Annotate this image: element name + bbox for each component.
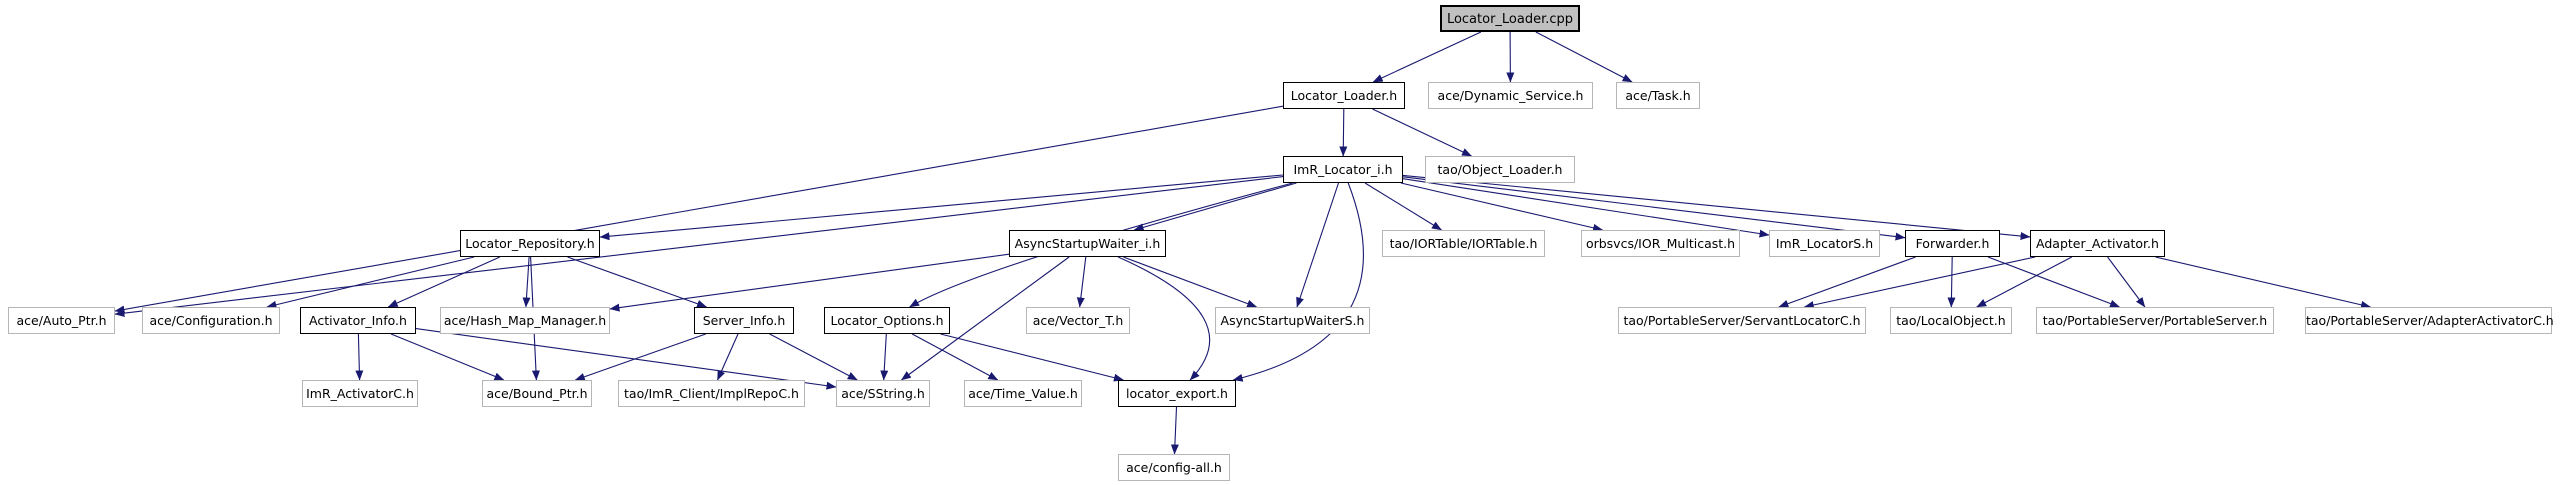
node-iortable[interactable]: tao/IORTable/IORTable.h [1382, 230, 1545, 257]
node-asw[interactable]: AsyncStartupWaiter_i.h [1009, 230, 1166, 257]
include-edge-imr-to-repo [599, 174, 1284, 241]
include-edge-repo-to-srvinfo [567, 256, 707, 308]
include-edge-srvinfo-to-implrepoC [716, 333, 739, 381]
node-boundptr[interactable]: ace/Bound_Ptr.h [482, 380, 592, 407]
node-config[interactable]: ace/Configuration.h [142, 307, 280, 334]
include-edge-locexport-to-configall [1170, 406, 1179, 455]
node-servantloc[interactable]: tao/PortableServer/ServantLocatorC.h [1618, 307, 1866, 334]
node-actinfo[interactable]: Activator_Info.h [300, 307, 416, 334]
include-edge-imr-to-aswS [1296, 182, 1340, 308]
node-task[interactable]: ace/Task.h [1616, 82, 1700, 109]
node-hashmap[interactable]: ace/Hash_Map_Manager.h [440, 307, 610, 334]
include-edge-locopts-to-timeval [911, 333, 999, 381]
include-edge-asw-to-vector [1076, 256, 1087, 308]
include-edge-actinfo-to-sstring [415, 328, 837, 390]
node-multicast[interactable]: orbsvcs/IOR_Multicast.h [1581, 230, 1740, 257]
node-localobj[interactable]: tao/LocalObject.h [1890, 307, 2012, 334]
include-edge-locopts-to-sstring [880, 333, 889, 381]
include-edge-adapter-to-adapterC [2155, 256, 2371, 309]
node-imractC[interactable]: ImR_ActivatorC.h [302, 380, 418, 407]
include-edge-loader_h-to-autoptr [114, 105, 1284, 314]
include-edge-forwarder-to-localobj [1947, 256, 1956, 308]
include-edge-imr-to-multicast [1400, 182, 1604, 232]
node-vector[interactable]: ace/Vector_T.h [1026, 307, 1130, 334]
node-imr[interactable]: ImR_Locator_i.h [1283, 156, 1403, 183]
include-edge-imr-to-asw [1133, 182, 1297, 232]
include-edge-adapter-to-pserver [2107, 256, 2146, 308]
include-edge-adapter-to-localobj [1976, 256, 2073, 308]
include-edge-asw-to-locexport [1117, 256, 1211, 381]
include-edge-adapter-to-servantloc [1803, 256, 2036, 309]
include-edge-forwarder-to-pserver [1987, 256, 2120, 308]
include-edge-srvinfo-to-boundptr [574, 333, 706, 381]
include-edge-imr-to-locexport [1232, 182, 1364, 382]
include-edge-imr-to-locatorS [1402, 178, 1770, 238]
include-edge-actinfo-to-imractC [355, 333, 364, 381]
node-cpp[interactable]: Locator_Loader.cpp [1440, 5, 1580, 32]
node-implrepoC[interactable]: tao/ImR_Client/ImplRepoC.h [618, 380, 805, 407]
node-aswS[interactable]: AsyncStartupWaiterS.h [1215, 307, 1370, 334]
node-srvinfo[interactable]: Server_Info.h [694, 307, 794, 334]
node-timeval[interactable]: ace/Time_Value.h [964, 380, 1082, 407]
node-loader_h[interactable]: Locator_Loader.h [1283, 82, 1405, 109]
node-pserver[interactable]: tao/PortableServer/PortableServer.h [2036, 307, 2274, 334]
include-edge-repo-to-actinfo [387, 256, 501, 308]
include-edge-asw-to-hashmap [609, 253, 1010, 312]
include-edge-imr-to-adapter [1402, 174, 2031, 240]
node-sstring[interactable]: ace/SString.h [836, 380, 930, 407]
include-edge-imr-to-autoptr [114, 176, 1284, 318]
include-edge-cpp-to-task [1535, 31, 1633, 83]
node-autoptr[interactable]: ace/Auto_Ptr.h [8, 307, 115, 334]
node-locopts[interactable]: Locator_Options.h [824, 307, 950, 334]
include-edge-loader_h-to-objloader [1372, 108, 1472, 157]
node-adapterC[interactable]: tao/PortableServer/AdapterActivatorC.h [2305, 307, 2554, 334]
node-adapter[interactable]: Adapter_Activator.h [2030, 230, 2165, 257]
node-repo[interactable]: Locator_Repository.h [460, 230, 600, 257]
include-edge-imr-to-forwarder [1402, 176, 1906, 241]
node-configall[interactable]: ace/config-all.h [1118, 454, 1230, 481]
include-edge-asw-to-sstring [900, 256, 1070, 381]
node-locatorS[interactable]: ImR_LocatorS.h [1769, 230, 1880, 257]
include-edge-repo-to-config [266, 256, 475, 309]
node-forwarder[interactable]: Forwarder.h [1905, 230, 2000, 257]
include-edge-loader_h-to-imr [1339, 108, 1348, 157]
include-edge-locopts-to-locexport [940, 333, 1124, 382]
include-edge-actinfo-to-boundptr [390, 333, 505, 381]
include-edge-asw-to-aswS [1123, 256, 1258, 308]
include-edge-imr-to-iortable [1364, 182, 1442, 231]
include-edge-srvinfo-to-sstring [769, 333, 858, 381]
include-edge-forwarder-to-servantloc [1778, 256, 1916, 308]
node-dynsvc[interactable]: ace/Dynamic_Service.h [1428, 82, 1593, 109]
node-locexport[interactable]: locator_export.h [1118, 380, 1236, 407]
include-edge-repo-to-hashmap [522, 256, 531, 308]
include-edge-cpp-to-loader_h [1372, 31, 1482, 83]
node-objloader[interactable]: tao/Object_Loader.h [1425, 156, 1575, 183]
